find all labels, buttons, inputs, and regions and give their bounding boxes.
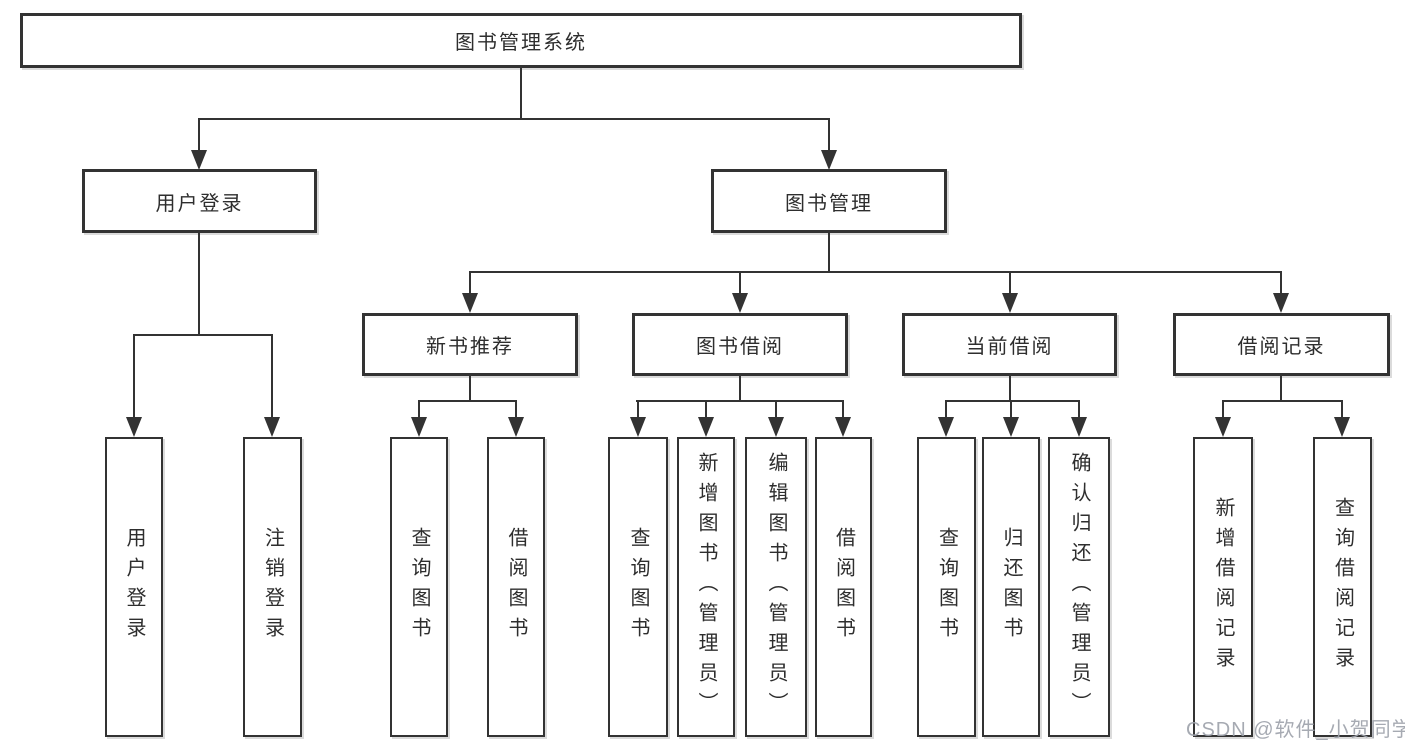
arrow-down-icon [630, 417, 646, 437]
node-library-system: 图书管理系统 [20, 13, 1022, 68]
arrow-down-icon [1002, 293, 1018, 313]
arrow-down-icon [938, 417, 954, 437]
node-label: 借阅记录 [1237, 336, 1326, 358]
connector-line [198, 118, 200, 152]
connector-line [271, 334, 273, 418]
node-label: 新增图书（管理员） [695, 452, 717, 722]
node-label: 图书借阅 [696, 336, 784, 358]
connector-line [1341, 400, 1343, 417]
connector-line [198, 233, 200, 336]
connector-line [637, 400, 639, 417]
connector-line [1009, 271, 1011, 295]
arrow-down-icon [1273, 293, 1289, 313]
connector-line [520, 68, 522, 120]
node-label: 新增借阅记录 [1212, 497, 1234, 677]
node-borrow-books: 借阅图书 [487, 437, 545, 737]
connector-line [1280, 376, 1282, 402]
connector-line [1222, 400, 1342, 402]
arrow-down-icon [835, 417, 851, 437]
connector-line [705, 400, 707, 417]
connector-line [945, 400, 1080, 402]
node-add-borrow-record: 新增借阅记录 [1193, 437, 1253, 737]
node-query-books: 查询图书 [608, 437, 668, 737]
node-new-book-recommend: 新书推荐 [362, 313, 578, 376]
node-label: 借阅图书 [505, 527, 527, 647]
arrow-down-icon [821, 150, 837, 170]
node-label: 查询图书 [935, 527, 958, 647]
node-label: 编辑图书（管理员） [765, 452, 787, 722]
connector-line [1078, 400, 1080, 417]
arrow-down-icon [264, 417, 280, 437]
watermark: CSDN @软件_小贺同学 [1186, 719, 1405, 741]
node-label: 图书管理系统 [455, 32, 587, 54]
node-user-login: 用户登录 [105, 437, 163, 737]
node-label: 归还图书 [1000, 527, 1022, 647]
node-label: 注销登录 [261, 527, 284, 647]
connector-line [133, 334, 273, 336]
node-current-borrowing: 当前借阅 [902, 313, 1117, 376]
arrow-down-icon [1334, 417, 1350, 437]
arrow-down-icon [768, 417, 784, 437]
arrow-down-icon [1003, 417, 1019, 437]
connector-line [469, 376, 471, 402]
node-label: 新书推荐 [426, 336, 514, 358]
node-label: 查询图书 [627, 527, 649, 647]
node-user-login-group: 用户登录 [82, 169, 317, 233]
connector-line [775, 400, 777, 417]
node-label: 用户登录 [155, 192, 244, 215]
arrow-down-icon [411, 417, 427, 437]
connector-line [469, 271, 471, 295]
connector-line [418, 400, 420, 417]
connector-line [198, 118, 830, 120]
arrow-down-icon [698, 417, 714, 437]
node-borrowing-records: 借阅记录 [1173, 313, 1390, 376]
connector-line [842, 400, 844, 417]
node-label: 图书管理 [785, 192, 873, 215]
arrow-down-icon [191, 150, 207, 170]
node-return-books: 归还图书 [982, 437, 1040, 737]
node-label: 借阅图书 [832, 527, 855, 647]
connector-line [636, 400, 844, 402]
node-confirm-return-admin: 确认归还（管理员） [1048, 437, 1110, 737]
node-query-books: 查询图书 [390, 437, 448, 737]
node-label: 用户登录 [123, 527, 145, 647]
connector-line [828, 118, 830, 152]
node-label: 确认归还（管理员） [1068, 452, 1090, 722]
node-label: 查询借阅记录 [1331, 497, 1354, 677]
node-query-books: 查询图书 [917, 437, 976, 737]
connector-line [133, 334, 135, 418]
connector-line [1010, 400, 1012, 417]
node-add-books-admin: 新增图书（管理员） [677, 437, 735, 737]
connector-line [515, 400, 517, 417]
node-book-management: 图书管理 [711, 169, 947, 233]
connector-line [418, 400, 517, 402]
node-label: 查询图书 [408, 527, 430, 647]
connector-line [1009, 376, 1011, 402]
arrow-down-icon [1215, 417, 1231, 437]
node-borrow-books: 借阅图书 [815, 437, 872, 737]
connector-line [739, 376, 741, 402]
arrow-down-icon [462, 293, 478, 313]
arrow-down-icon [508, 417, 524, 437]
node-book-borrowing: 图书借阅 [632, 313, 848, 376]
connector-line [739, 271, 741, 295]
arrow-down-icon [1071, 417, 1087, 437]
connector-line [945, 400, 947, 417]
node-edit-books-admin: 编辑图书（管理员） [745, 437, 807, 737]
node-query-borrow-record: 查询借阅记录 [1313, 437, 1372, 737]
connector-line [828, 233, 830, 273]
node-logout: 注销登录 [243, 437, 302, 737]
arrow-down-icon [126, 417, 142, 437]
connector-line [1280, 271, 1282, 295]
connector-line [469, 271, 1282, 273]
arrow-down-icon [732, 293, 748, 313]
connector-line [1222, 400, 1224, 417]
node-label: 当前借阅 [965, 336, 1054, 358]
